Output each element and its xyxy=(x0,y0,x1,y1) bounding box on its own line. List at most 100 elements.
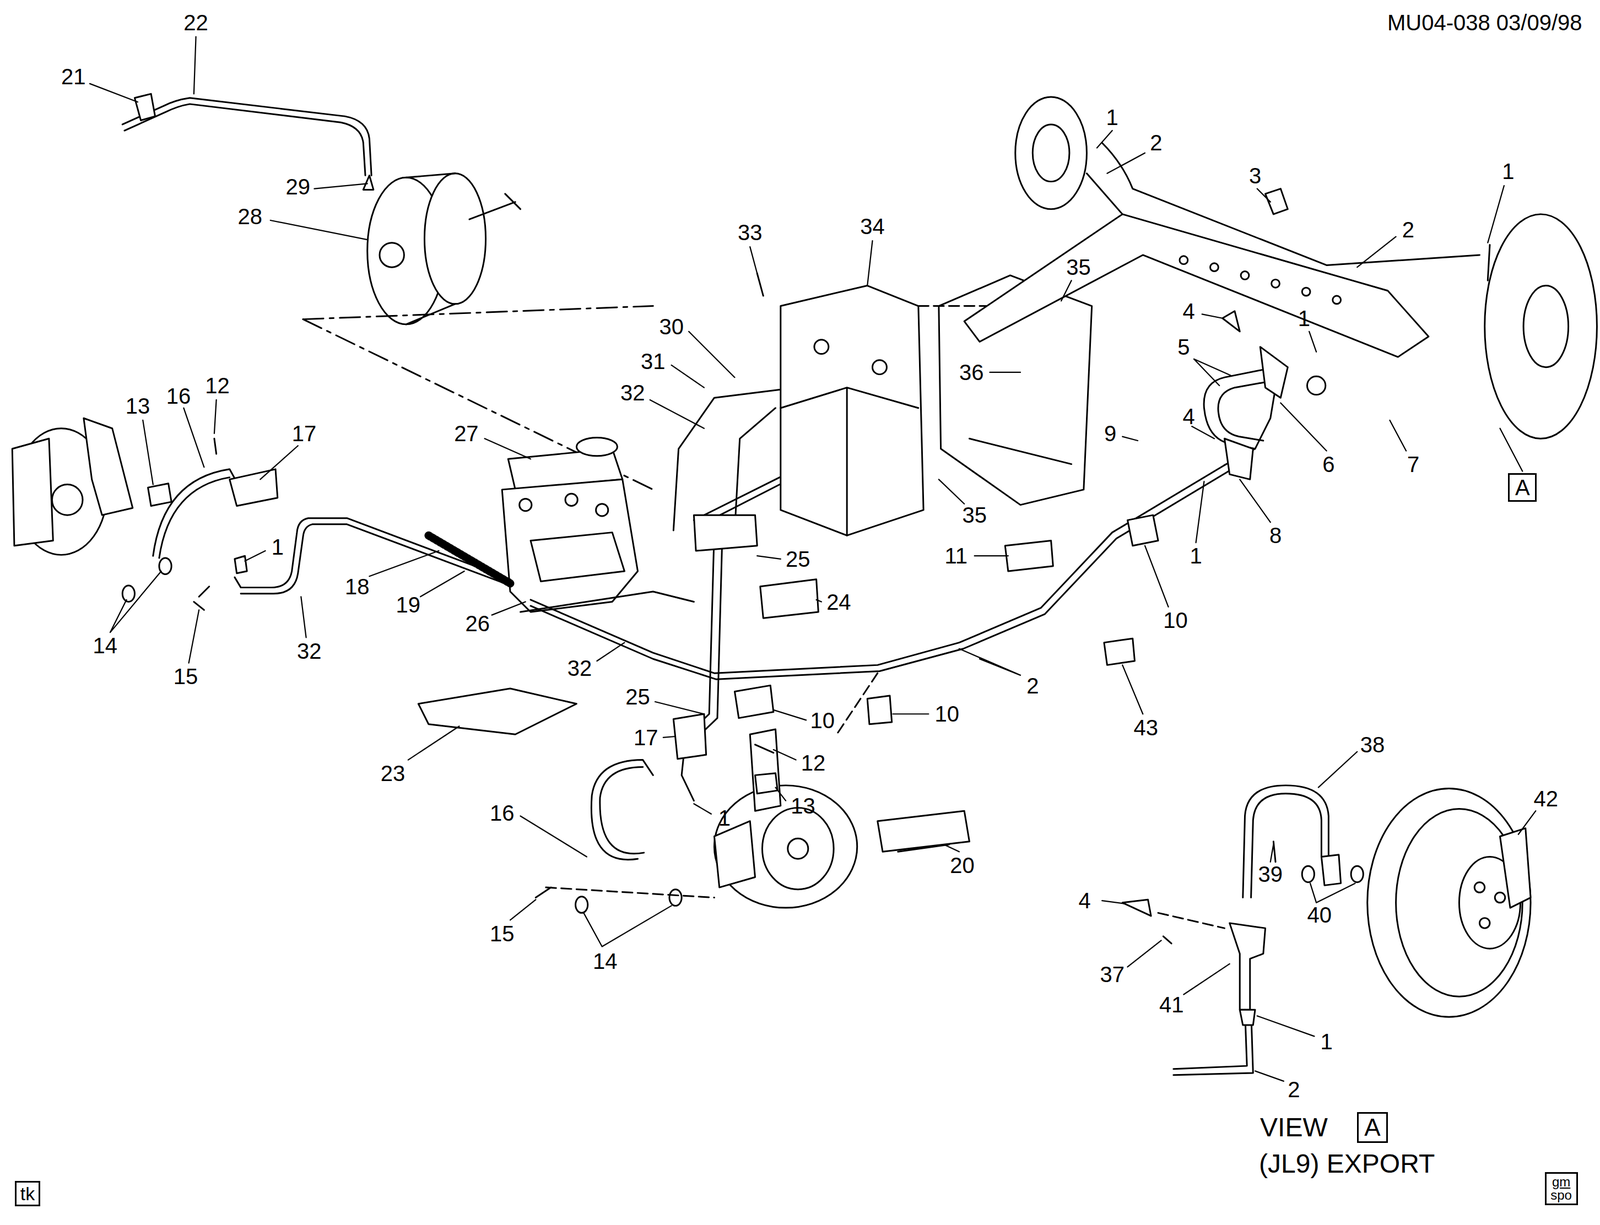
callout-number: 27 xyxy=(452,421,481,446)
view-a-rear-drum-part xyxy=(1158,912,1225,929)
rear-axle-part xyxy=(1523,285,1569,368)
view-a-rear-drum-part xyxy=(1494,892,1506,904)
vacuum-hose-part xyxy=(124,104,366,176)
front-left-brake xyxy=(12,418,278,610)
leader-lines-part xyxy=(244,481,1204,616)
callout-number: 38 xyxy=(1358,732,1387,758)
logo-box: gmspo xyxy=(1544,1172,1578,1206)
modulator-bracket-part xyxy=(780,387,919,537)
front-left-brake-part xyxy=(51,484,83,516)
callout-number: 16 xyxy=(164,384,193,409)
vacuum-hose-part xyxy=(134,93,155,121)
leader-lines-part xyxy=(989,314,1523,472)
drawing-number: MU04-038 03/09/98 xyxy=(1385,10,1585,35)
view-caption: VIEW xyxy=(1258,1113,1330,1143)
vacuum-hose-part xyxy=(122,98,372,176)
rear-axle-part xyxy=(1332,295,1342,305)
view-a-rear-drum-part xyxy=(1242,785,1329,899)
callout-number: 32 xyxy=(565,656,594,681)
callout-number: 12 xyxy=(203,373,232,398)
rear-axle-part xyxy=(1210,263,1219,272)
callout-number: 31 xyxy=(639,349,668,374)
clips xyxy=(418,188,1288,853)
front-right-brake-part xyxy=(600,767,645,854)
callout-number: 40 xyxy=(1305,903,1334,928)
callout-number: 15 xyxy=(171,664,200,689)
view-a-rear-drum-part xyxy=(1321,855,1341,886)
callout-number: 22 xyxy=(181,10,210,35)
modulator-bracket xyxy=(757,273,1092,536)
leader-lines-part xyxy=(142,400,1271,523)
brake-pipes-part xyxy=(693,530,723,741)
front-right-brake-part xyxy=(575,896,588,914)
front-left-brake-part xyxy=(122,585,135,603)
callout-number: 20 xyxy=(948,853,977,878)
box-text: spo xyxy=(1550,1188,1572,1203)
callout-number: 1 xyxy=(1296,306,1312,331)
clips-part xyxy=(1265,188,1289,215)
vacuum-hose-part xyxy=(363,175,374,191)
view-a-rear-drum-part xyxy=(1239,1009,1256,1026)
callout-number: 1 xyxy=(716,806,733,831)
front-left-brake-part xyxy=(234,555,247,574)
callout-number: 37 xyxy=(1098,962,1127,987)
view-a-rear-drum xyxy=(1122,785,1531,1076)
box-text: gm xyxy=(1552,1175,1571,1189)
callout-number: 25 xyxy=(784,547,813,572)
view-a-rear-drum-part xyxy=(1122,899,1151,917)
callout-number: 32 xyxy=(295,639,324,664)
callout-number: 23 xyxy=(379,761,408,786)
leader-lines-part xyxy=(110,571,1021,715)
brake-pipes-part xyxy=(240,524,511,594)
view-a-rear-drum-part xyxy=(1474,882,1485,894)
callout-number: 4 xyxy=(1077,888,1093,913)
callout-number: 11 xyxy=(943,543,970,569)
callout-number: 16 xyxy=(488,801,517,826)
front-right-brake-part xyxy=(673,714,706,759)
box-text: A xyxy=(1515,476,1531,499)
brake-booster-part xyxy=(303,306,653,320)
front-left-brake-part xyxy=(12,438,53,546)
callout-number: 2 xyxy=(1285,1077,1302,1102)
view-a-rear-drum-part xyxy=(1251,793,1322,899)
rear-axle-part xyxy=(1032,124,1070,182)
front-left-brake-part xyxy=(153,469,240,556)
callout-number: 43 xyxy=(1132,715,1161,740)
view-a-rear-drum-part xyxy=(1500,828,1532,908)
front-right-brake-part xyxy=(546,887,715,899)
rear-axle-part xyxy=(1301,287,1311,296)
rear-axle-part xyxy=(1015,96,1088,210)
callout-number: 2 xyxy=(1148,130,1164,155)
modulator-bracket-part xyxy=(757,273,764,296)
master-cylinder-modulator-part xyxy=(565,493,578,506)
callout-number: 1 xyxy=(1319,1029,1335,1054)
callout-number: 10 xyxy=(808,708,837,733)
callout-number: 34 xyxy=(858,214,887,239)
view-a-rear-drum-part xyxy=(1163,936,1172,944)
front-left-brake-part xyxy=(229,469,278,507)
armored-line-part xyxy=(428,535,511,584)
callout-number: 1 xyxy=(1187,543,1204,569)
callout-number: 15 xyxy=(488,921,517,947)
armored-line xyxy=(428,535,511,584)
callout-number: 21 xyxy=(59,64,88,89)
clips-part xyxy=(1104,638,1135,666)
callout-number: 5 xyxy=(1175,334,1192,360)
brake-booster xyxy=(303,173,653,490)
front-left-brake-part xyxy=(83,418,133,516)
rear-axle-part xyxy=(1179,256,1188,265)
clips-part xyxy=(418,688,577,735)
callout-number: 32 xyxy=(618,380,647,405)
box-text: tk xyxy=(20,1184,35,1204)
front-left-brake-part xyxy=(193,586,210,611)
brake-booster-part xyxy=(469,193,521,220)
rear-hoses-part xyxy=(1260,347,1288,399)
modulator-bracket-part xyxy=(780,285,924,537)
callout-number: 8 xyxy=(1267,523,1284,548)
clips-part xyxy=(1127,515,1159,547)
callout-number: 10 xyxy=(932,701,961,727)
brake-booster-part xyxy=(303,319,653,490)
rear-axle-part xyxy=(1271,279,1280,288)
rear-axle-part xyxy=(1101,142,1480,266)
